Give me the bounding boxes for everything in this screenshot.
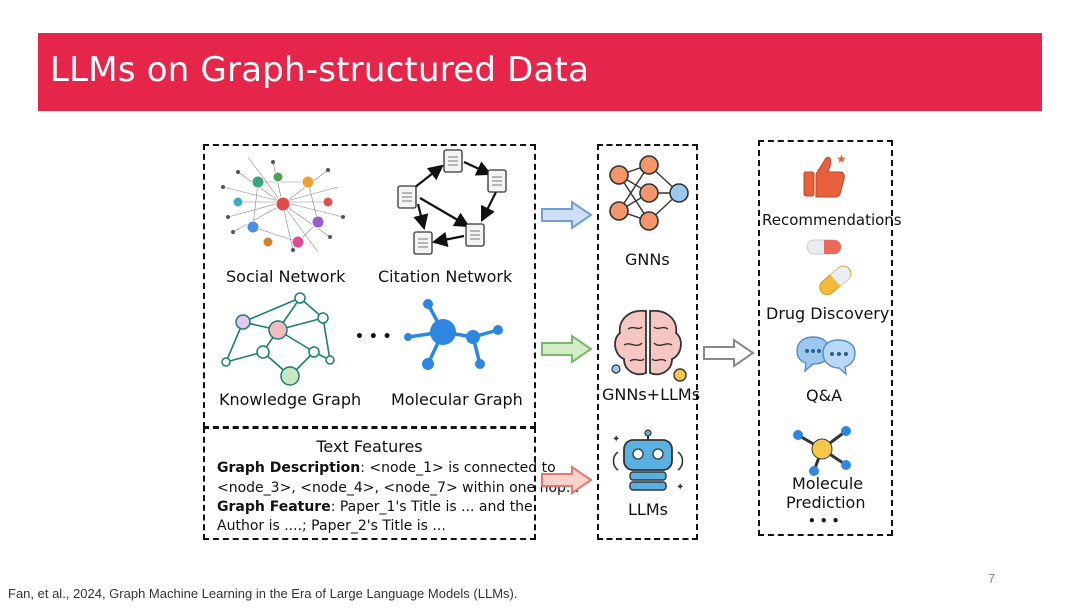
- arrow-blue: [541, 200, 593, 230]
- graph-feature-text-2: Author is ....; Paper_2's Title is ...: [217, 518, 446, 534]
- tasks-panel: [758, 140, 893, 536]
- graph-feature-text-1: : Paper_1's Title is ... and the: [330, 499, 533, 515]
- molecular-graph-label: Molecular Graph: [391, 390, 523, 409]
- gnns-label: GNNs: [625, 250, 670, 269]
- text-features-title: Text Features: [316, 437, 423, 456]
- svg-text:★: ★: [836, 152, 847, 166]
- arrow-red: [541, 465, 593, 495]
- arrow-gray: [703, 338, 755, 368]
- title-banner: LLMs on Graph-structured Data: [38, 33, 1042, 111]
- molecule-icon: [793, 426, 851, 476]
- citation-network-icon: [397, 149, 507, 255]
- citation-network-label: Citation Network: [378, 267, 513, 286]
- molecule-label: Molecule: [792, 474, 864, 493]
- graph-description-text-2: <node_3>, <node_4>, <node_7> within one …: [217, 480, 580, 496]
- social-network-label: Social Network: [226, 267, 346, 286]
- graph-description-line-1: Graph Description: <node_1> is connected…: [217, 459, 556, 477]
- gnn-network-icon: [609, 155, 689, 231]
- svg-text:✦: ✦: [676, 482, 684, 493]
- llms-label: LLMs: [628, 500, 668, 519]
- robot-icon: ✦ ✦: [612, 429, 684, 493]
- drug-discovery-label: Drug Discovery: [766, 304, 890, 323]
- pills-icon: [806, 239, 852, 296]
- citation-footer: Fan, et al., 2024, Graph Machine Learnin…: [8, 586, 518, 601]
- recommendations-label: Recommendations: [762, 211, 902, 229]
- graph-feature-label: Graph Feature: [217, 499, 331, 515]
- svg-text:✦: ✦: [612, 434, 620, 445]
- prediction-label: Prediction: [786, 493, 866, 512]
- knowledge-graph-label: Knowledge Graph: [219, 390, 362, 409]
- graph-ellipsis: • • •: [355, 329, 392, 345]
- chat-bubbles-icon: [796, 336, 856, 376]
- graph-feature-line-1: Graph Feature: Paper_1's Title is ... an…: [217, 498, 533, 516]
- social-network-icon: [221, 156, 345, 253]
- page-number: 7: [988, 571, 996, 586]
- tasks-ellipsis: • • •: [808, 514, 840, 528]
- brain-icon: [611, 309, 687, 382]
- thumbs-up-icon: ★: [803, 152, 847, 198]
- gnns-llms-label: GNNs+LLMs: [602, 385, 701, 404]
- knowledge-graph-icon: [221, 292, 335, 386]
- graph-description-text-1: : <node_1> is connected to: [360, 460, 556, 476]
- qa-label: Q&A: [806, 386, 843, 405]
- molecular-graph-icon: [404, 299, 503, 370]
- slide-title: LLMs on Graph-structured Data: [50, 50, 590, 90]
- text-features-panel: Text Features Graph Description: <node_1…: [203, 427, 579, 540]
- arrow-green: [541, 334, 593, 364]
- graph-description-label: Graph Description: [217, 460, 361, 476]
- models-panel: [597, 144, 698, 540]
